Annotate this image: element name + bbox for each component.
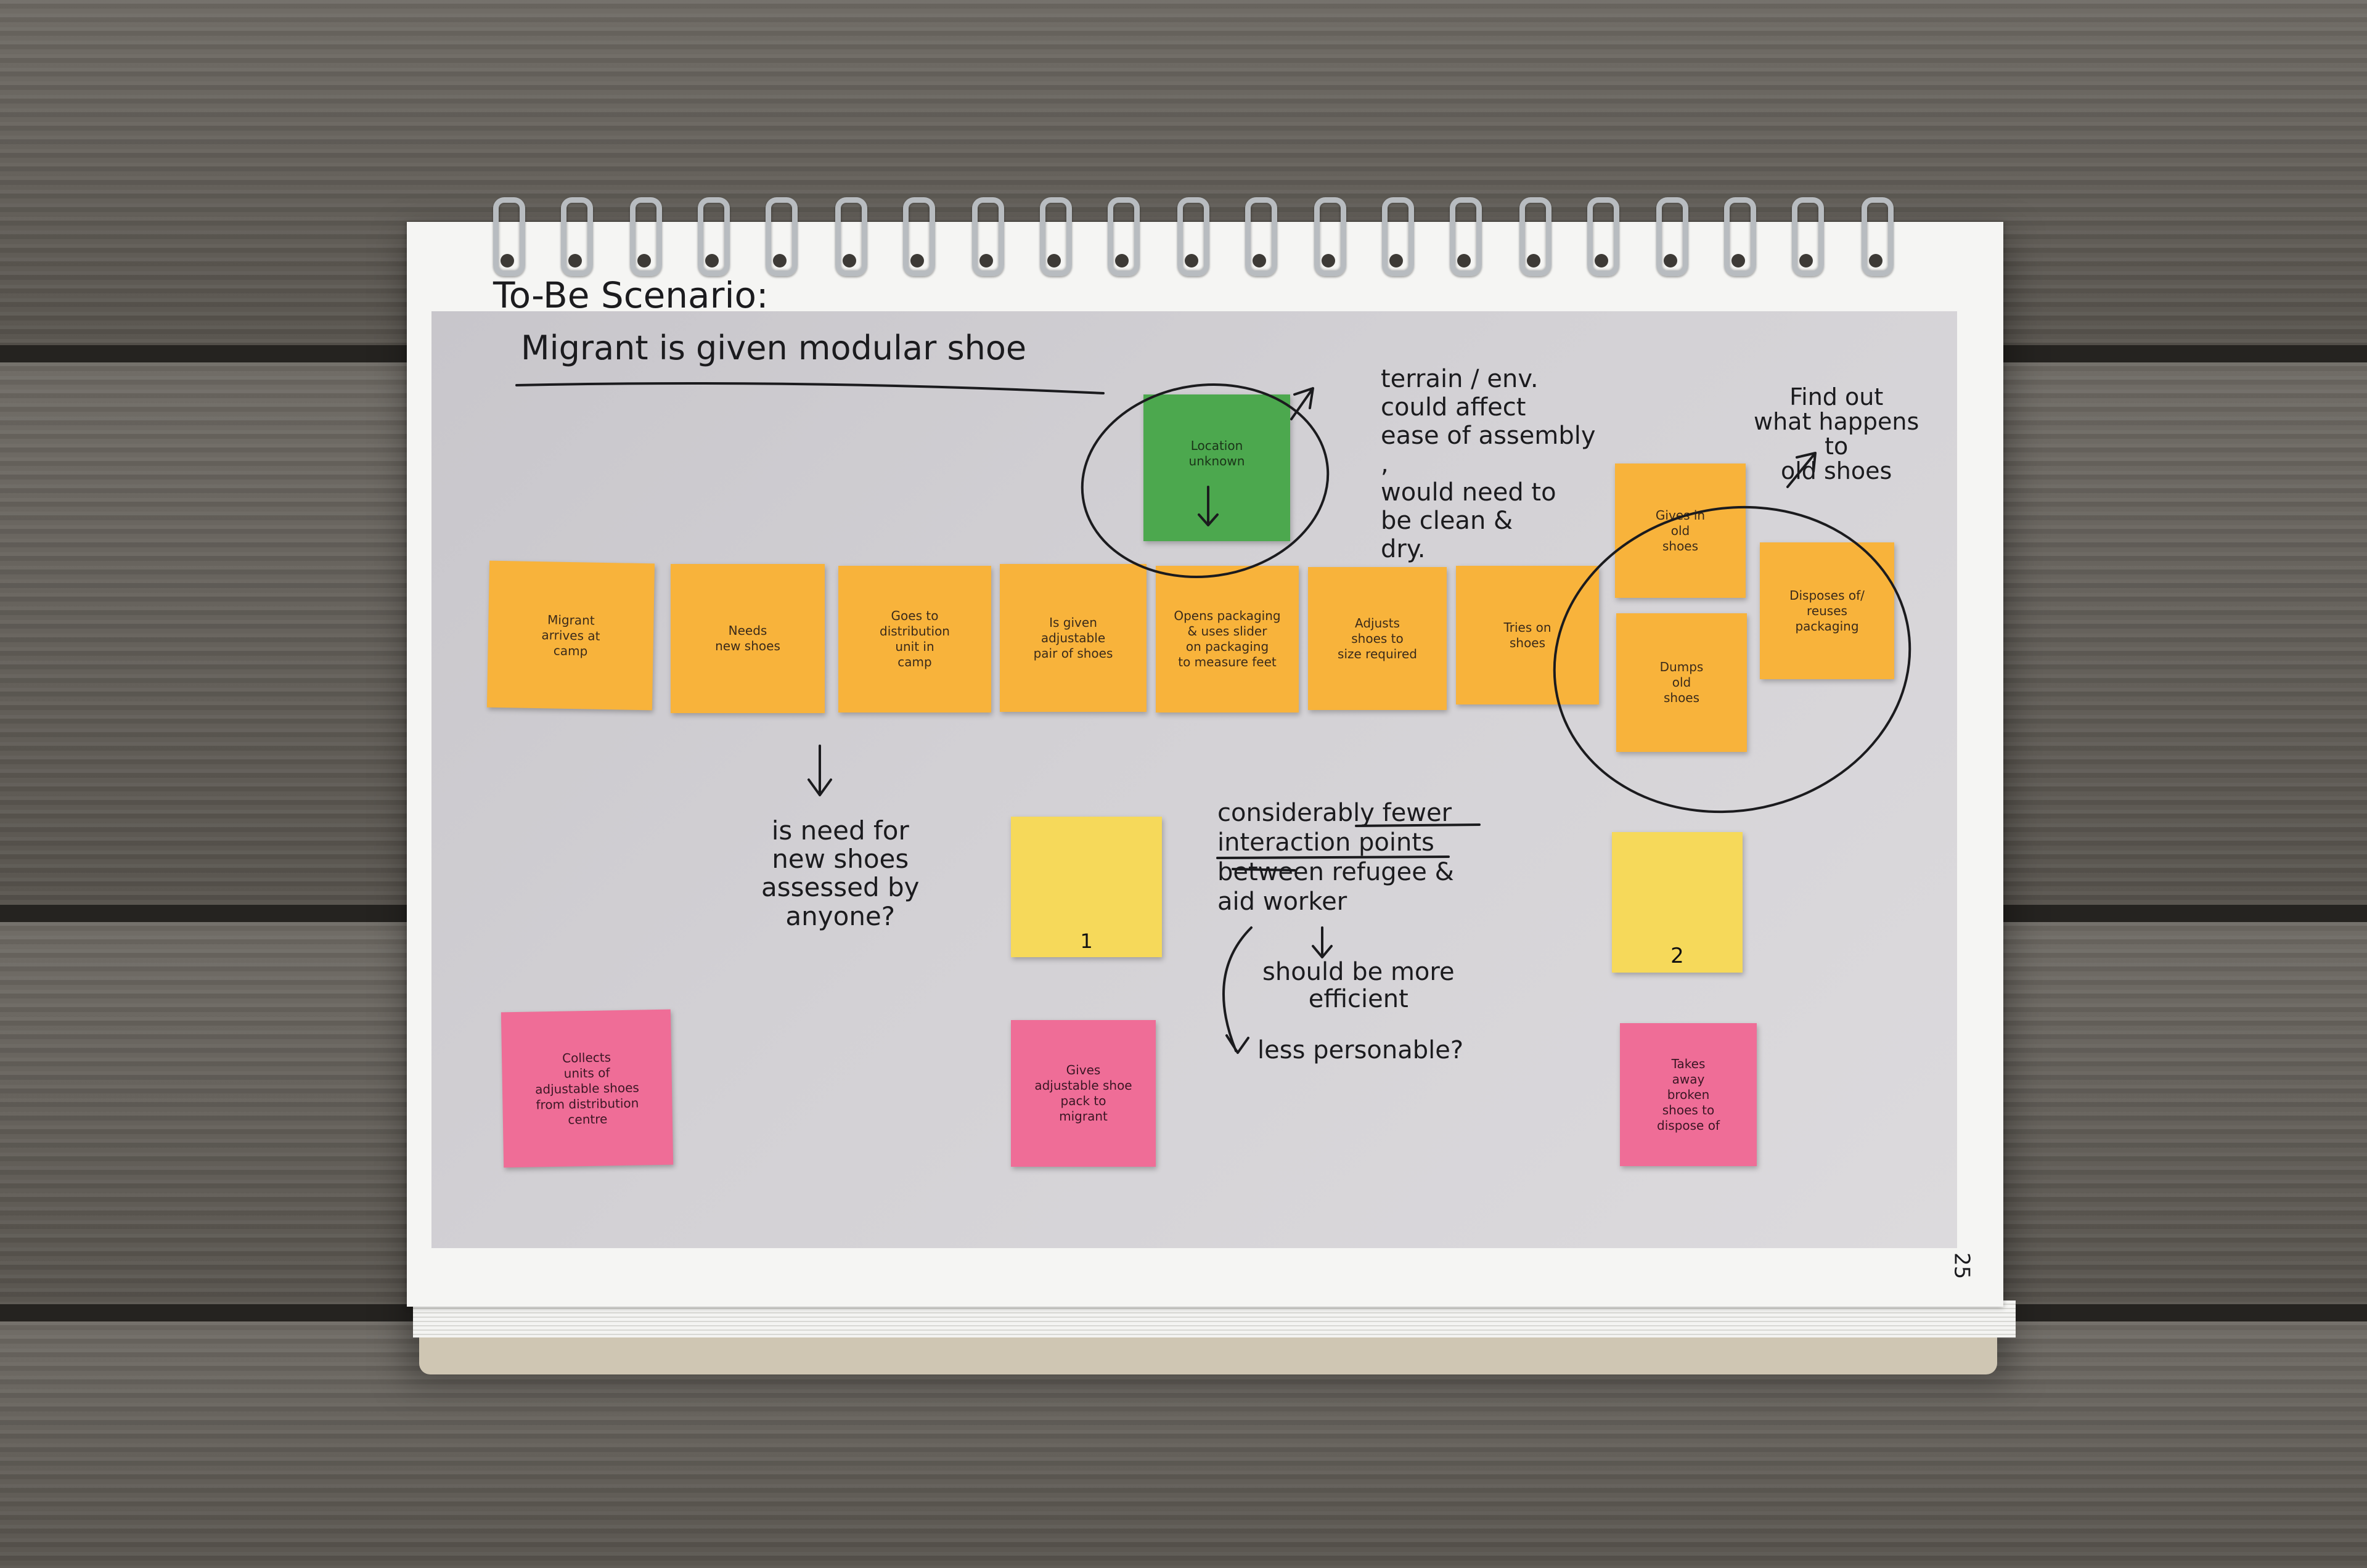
note-tries-on-shoes: Tries on shoes [1456, 566, 1599, 704]
arrow-to-personable [1222, 926, 1253, 1054]
note-opens-packaging: Opens packaging & uses slider on packagi… [1156, 566, 1299, 713]
note-gives-in-old-shoes: Gives in old shoes [1615, 463, 1746, 598]
note-dumps-old-shoes: Dumps old shoes [1616, 613, 1747, 752]
note-needs-shoes: Needs new shoes [671, 564, 825, 713]
notebook-page-stack [413, 1301, 2016, 1337]
annotation-find-out: Find out what happens to old shoes [1754, 383, 1919, 484]
note-gives-shoe-pack: Gives adjustable shoe pack to migrant [1011, 1020, 1156, 1167]
board-title: Migrant is given modular shoe [521, 329, 1027, 367]
note-given-adjustable-pair: Is given adjustable pair of shoes [1000, 564, 1147, 712]
note-adjusts-shoes: Adjusts shoes to size required [1308, 567, 1447, 710]
circle-green-note [1081, 383, 1330, 578]
note-disposes-packaging: Disposes of/ reuses packaging [1760, 542, 1894, 679]
arrow-to-need-assessed [807, 745, 832, 796]
page-title: To-Be Scenario: [493, 274, 769, 316]
arrow-to-terrain [1290, 387, 1314, 420]
arrow-in-green-note [1198, 486, 1219, 526]
circle-old-shoes [1553, 505, 1911, 814]
underline-interaction-points [1216, 855, 1450, 859]
arrow-to-find-out [1786, 452, 1817, 488]
annotation-personable: less personable? [1257, 1036, 1464, 1064]
title-underline [515, 382, 1105, 394]
strike-between [1232, 868, 1296, 872]
underline-fewer [1355, 823, 1481, 827]
note-distribution-unit: Goes to distribution unit in camp [838, 566, 991, 713]
note-takes-away-broken-shoes: Takes away broken shoes to dispose of [1620, 1023, 1757, 1166]
note-yellow-1: 1 [1011, 817, 1162, 957]
annotation-need-assessed: is need for new shoes assessed by anyone… [761, 815, 920, 931]
annotation-terrain: terrain / env. could affect ease of asse… [1381, 365, 1596, 563]
arrow-to-efficient [1312, 926, 1333, 958]
note-yellow-2: 2 [1612, 832, 1743, 973]
annotation-efficient: should be more efficient [1262, 958, 1455, 1013]
annotation-fewer-points: considerably fewer interaction points be… [1217, 799, 1454, 916]
